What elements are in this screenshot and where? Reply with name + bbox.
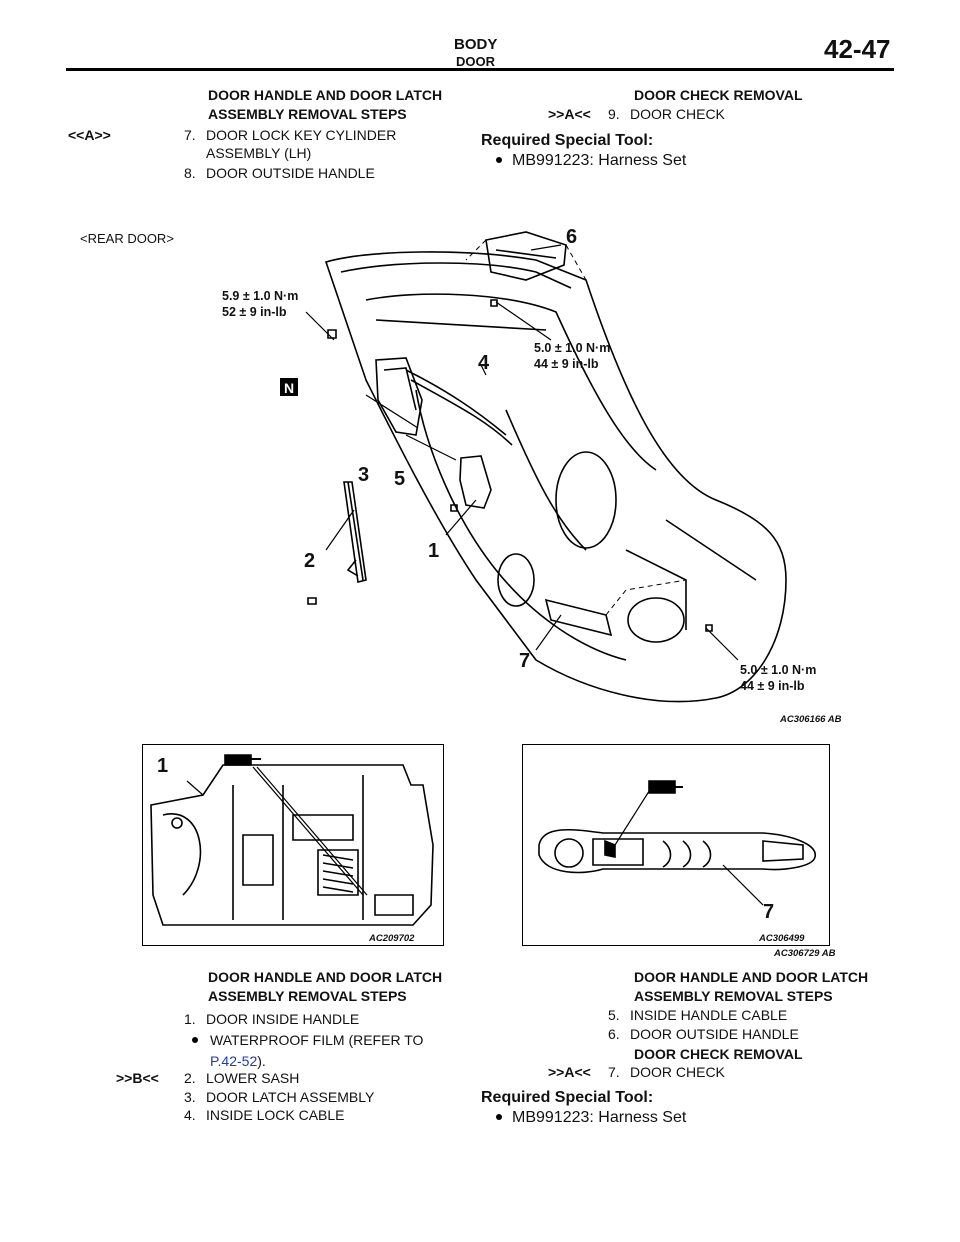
figure-outside-handle-panel: 7 AC306499: [522, 744, 830, 946]
item9-marker: >>A<<: [548, 106, 591, 122]
bullet-icon: [192, 1037, 198, 1043]
door-check-heading: DOOR CHECK REMOVAL: [634, 87, 803, 103]
figure-rear-door: N <REAR DOOR> 6 4 3 5 1 2 7 5.9 ± 1.0 N·…: [66, 220, 894, 740]
rear-door-illustration: N: [280, 231, 787, 703]
step-item-6: 6.DOOR OUTSIDE HANDLE: [608, 1026, 799, 1042]
figure2-group-code: AC306729 AB: [774, 948, 836, 959]
step-item-4: 4.INSIDE LOCK CABLE: [184, 1107, 345, 1123]
section-subtitle: DOOR: [456, 54, 495, 69]
item7-marker: <<A>>: [68, 127, 111, 143]
header-rule: [66, 68, 894, 71]
figure-latch-panel: 1 AC209702: [142, 744, 444, 946]
top-left-heading: DOOR HANDLE AND DOOR LATCH ASSEMBLY REMO…: [208, 87, 443, 122]
inside-handle-illustration: [150, 754, 434, 926]
step-item-1: 1.DOOR INSIDE HANDLE: [184, 1011, 360, 1027]
outside-handle-illustration: [538, 780, 816, 906]
step-item-9: 9.DOOR CHECK: [608, 106, 725, 122]
panel-left-code: AC209702: [369, 933, 415, 944]
n-mark-label: N: [284, 380, 294, 396]
callout-4: 4: [478, 352, 490, 374]
section-title: BODY: [454, 36, 498, 53]
step-item-5: 5.INSIDE HANDLE CABLE: [608, 1007, 788, 1023]
bullet-icon: [496, 157, 502, 163]
callout-6: 6: [566, 226, 578, 248]
panel-right-callout-7: 7: [763, 901, 775, 923]
page-number: 42-47: [824, 34, 891, 64]
required-tool-heading: Required Special Tool:: [481, 132, 654, 149]
bottom-item7-marker: >>A<<: [548, 1064, 591, 1080]
required-tool-item: MB991223: Harness Set: [494, 152, 686, 170]
bottom-door-check-heading: DOOR CHECK REMOVAL: [634, 1046, 803, 1062]
callout-1: 1: [428, 540, 440, 562]
new-part-mark: [280, 378, 298, 396]
callout-3: 3: [358, 464, 370, 486]
step-item-8: 8.DOOR OUTSIDE HANDLE: [184, 165, 375, 181]
panel-left-callout-1: 1: [157, 755, 169, 777]
step-item-7: 7.DOOR LOCK KEY CYLINDER ASSEMBLY (LH): [184, 127, 397, 161]
item2-marker: >>B<<: [116, 1070, 159, 1086]
callout-2: 2: [304, 550, 316, 572]
callout-5: 5: [394, 468, 406, 490]
step-item-3: 3.DOOR LATCH ASSEMBLY: [184, 1089, 375, 1105]
panel-right-code: AC306499: [759, 933, 805, 944]
waterproof-film-bullet: WATERPROOF FILM (REFER TO P.42-52).: [190, 1030, 423, 1072]
bottom-step-item-7: 7.DOOR CHECK: [608, 1064, 725, 1080]
bottom-left-heading: DOOR HANDLE AND DOOR LATCH ASSEMBLY REMO…: [208, 969, 443, 1004]
callout-7: 7: [519, 650, 531, 672]
bottom-required-tool-item: MB991223: Harness Set: [494, 1109, 686, 1127]
bottom-right-heading: DOOR HANDLE AND DOOR LATCH ASSEMBLY REMO…: [634, 969, 869, 1004]
figure1-code: AC306166 AB: [780, 714, 842, 725]
bullet-icon: [496, 1114, 502, 1120]
refer-link[interactable]: P.42-52: [210, 1053, 258, 1069]
step-item-2: 2.LOWER SASH: [184, 1070, 300, 1086]
rear-door-caption: <REAR DOOR>: [80, 231, 174, 246]
bottom-required-tool-heading: Required Special Tool:: [481, 1089, 654, 1106]
